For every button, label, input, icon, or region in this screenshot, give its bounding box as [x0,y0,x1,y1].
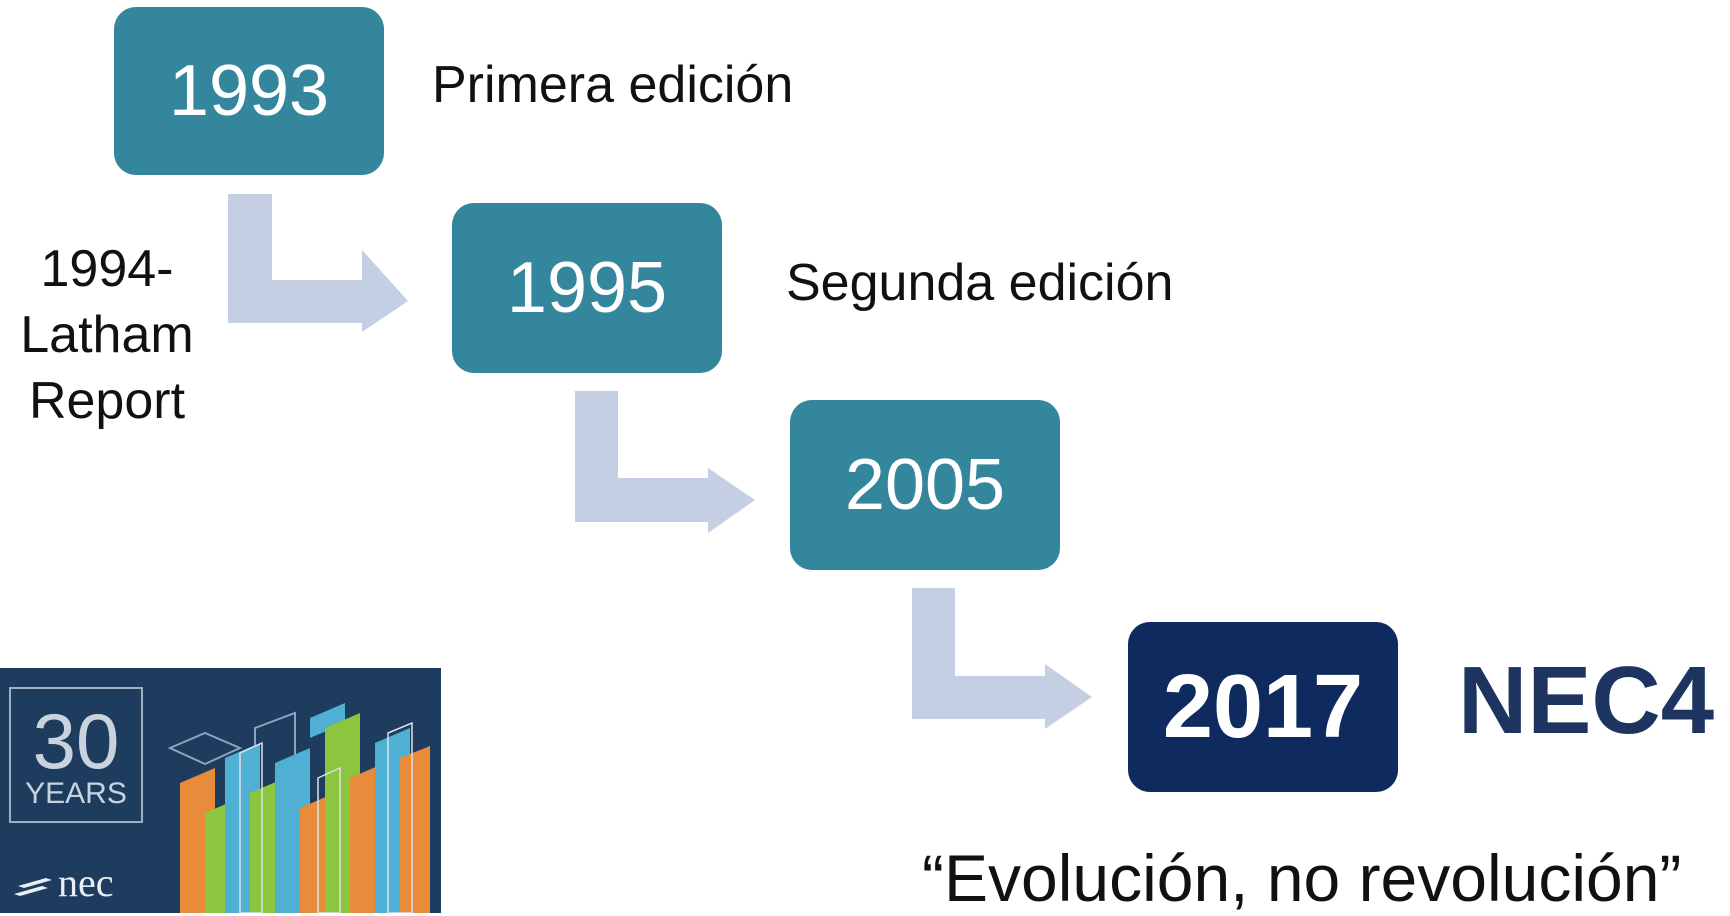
arrow-1995-2005-shape [575,391,755,533]
label-primera-edicion: Primera edición [432,56,794,114]
latham-line-2: Latham [20,306,194,364]
year-box-1995: 1995 [452,203,722,373]
evolution-quote: “Evolución, no revolución” [922,841,1682,915]
logo-brand: nec [58,860,114,905]
year-box-2017: 2017 [1128,622,1398,792]
nec4-label: NEC4 [1458,647,1715,754]
latham-line-1: 1994- [40,240,174,298]
year-2017: 2017 [1162,656,1364,757]
latham-report-note: 1994- Latham Report [2,236,212,434]
nec-30-years-logo: 30 YEARS nec [0,668,441,913]
year-2005: 2005 [844,445,1006,525]
year-box-2005: 2005 [790,400,1060,570]
logo-word: YEARS [25,777,127,810]
label-segunda-edicion: Segunda edición [786,254,1174,312]
logo-city-graphic [167,703,430,913]
latham-line-3: Report [28,372,186,430]
year-box-1993: 1993 [114,7,384,175]
arrow-1993-1995-shape [228,194,408,332]
year-1993: 1993 [168,51,330,131]
arrow-2005-2017-shape [912,588,1092,729]
logo-number: 30 [33,697,120,785]
year-1995: 1995 [506,248,668,328]
